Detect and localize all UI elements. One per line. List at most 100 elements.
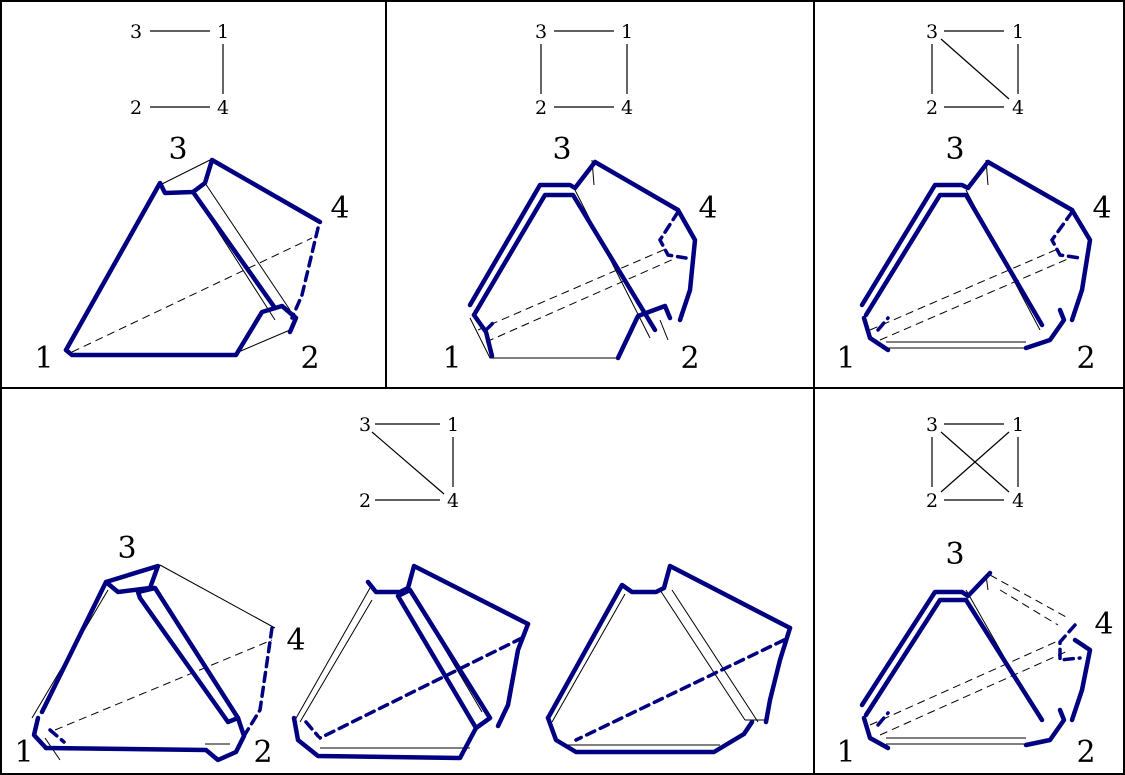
thin-edge xyxy=(469,159,669,359)
vertex-label-2: 2 xyxy=(300,341,319,376)
thick-edge xyxy=(863,597,1045,723)
graph-label-1: 1 xyxy=(621,21,633,43)
vertex-label-2: 2 xyxy=(253,735,272,770)
panel-4: 3 1 2 4 3 4 1 2 xyxy=(14,414,793,770)
thick-edge xyxy=(545,715,755,755)
hidden-edge xyxy=(869,247,1071,341)
panel-5-graph: 3 1 2 4 xyxy=(926,414,1024,512)
vertex-label-3: 3 xyxy=(117,531,136,566)
graph-label-4: 4 xyxy=(1012,490,1024,512)
panel-5-polytope: 3 4 1 2 xyxy=(836,537,1113,770)
vertex-label-1: 1 xyxy=(34,341,53,376)
vertex-label-2: 2 xyxy=(680,341,699,376)
panel-3: 3 1 2 4 3 4 1 2 xyxy=(836,21,1111,376)
hidden-thick-edge xyxy=(48,626,274,744)
vertex-label-3: 3 xyxy=(552,132,571,167)
vertex-label-1: 1 xyxy=(836,341,855,376)
thick-edge xyxy=(63,303,299,358)
thick-edge xyxy=(63,157,323,353)
hidden-edge xyxy=(869,574,1071,736)
thick-edge xyxy=(1069,637,1093,723)
vertex-label-4: 4 xyxy=(1094,607,1113,642)
hidden-edge xyxy=(71,237,313,353)
vertex-label-1: 1 xyxy=(442,341,461,376)
vertex-label-3: 3 xyxy=(945,132,964,167)
thick-edge xyxy=(31,715,49,751)
panel-1-graph: 3 1 2 4 xyxy=(130,21,229,119)
thick-edge xyxy=(190,189,278,311)
thick-edge xyxy=(675,207,698,323)
panel-2-polytope: 3 4 1 2 xyxy=(442,132,717,376)
vertex-label-3: 3 xyxy=(945,537,964,572)
vertex-label-4: 4 xyxy=(1092,191,1111,226)
vertex-label-4: 4 xyxy=(286,623,305,658)
thick-edge xyxy=(861,307,1067,353)
graph-label-1: 1 xyxy=(447,414,459,436)
vertex-label-1: 1 xyxy=(14,735,33,770)
vertex-label-4: 4 xyxy=(698,191,717,226)
panel-1-polytope: 3 4 1 2 xyxy=(34,132,349,376)
graph-edge-1-2 xyxy=(940,431,1010,493)
hidden-thick-edge xyxy=(484,210,688,332)
hidden-thick-edge xyxy=(876,210,1082,332)
panel-4-polytope-b xyxy=(291,563,531,761)
thick-edge xyxy=(859,159,1075,308)
thin-edge xyxy=(294,587,483,749)
thick-edge xyxy=(471,192,658,333)
graph-label-1: 1 xyxy=(217,21,229,43)
thick-edge xyxy=(1069,207,1093,323)
graph-label-3: 3 xyxy=(926,414,938,436)
thick-edge xyxy=(863,192,1045,328)
graph-label-3: 3 xyxy=(130,21,142,43)
panel-3-polytope: 3 4 1 2 xyxy=(836,132,1111,376)
hidden-thick-edge xyxy=(876,623,1082,727)
thick-edge xyxy=(467,159,681,308)
hidden-thick-edge xyxy=(304,636,524,740)
hidden-thick-edge xyxy=(574,638,786,742)
graph-label-2: 2 xyxy=(535,97,547,119)
graph-label-4: 4 xyxy=(217,97,229,119)
graph-label-4: 4 xyxy=(621,97,633,119)
panel-3-graph: 3 1 2 4 xyxy=(926,21,1024,119)
vertex-label-1: 1 xyxy=(836,735,855,770)
graph-label-2: 2 xyxy=(130,97,142,119)
graph-label-2: 2 xyxy=(926,490,938,512)
thick-edge xyxy=(39,563,161,715)
graph-edge-3-4 xyxy=(371,431,445,495)
panel-4-graph: 3 1 2 4 xyxy=(359,414,459,512)
thick-edge xyxy=(471,303,673,361)
thick-edge xyxy=(135,585,241,725)
thin-edge xyxy=(551,589,768,746)
panel-2-graph: 3 1 2 4 xyxy=(535,21,633,119)
graph-label-1: 1 xyxy=(1012,21,1024,43)
panel-2: 3 1 2 4 3 4 1 2 xyxy=(442,21,717,376)
hidden-thick-edge xyxy=(290,226,320,320)
graph-edge-3-4 xyxy=(940,38,1010,100)
graph-label-4: 4 xyxy=(447,490,459,512)
thick-edge xyxy=(859,570,993,708)
thick-edge xyxy=(43,715,247,763)
graph-label-3: 3 xyxy=(926,21,938,43)
vertex-label-4: 4 xyxy=(330,191,349,226)
thick-edge xyxy=(291,715,479,761)
graph-label-2: 2 xyxy=(926,97,938,119)
panel-4-polytope-c xyxy=(545,563,793,755)
thin-edge xyxy=(886,574,1041,745)
thick-edge xyxy=(861,707,1067,751)
vertex-label-2: 2 xyxy=(1076,341,1095,376)
thick-edge xyxy=(763,625,793,725)
vertex-label-2: 2 xyxy=(1076,735,1095,770)
graph-label-3: 3 xyxy=(535,21,547,43)
hidden-edge xyxy=(54,639,273,731)
panel-4-polytope-a: 3 4 1 2 xyxy=(14,531,305,770)
vertex-label-3: 3 xyxy=(168,132,187,167)
graph-label-3: 3 xyxy=(359,414,371,436)
thin-edge xyxy=(886,159,1041,349)
thick-edge xyxy=(395,587,493,731)
thick-edge xyxy=(495,621,531,729)
graph-label-2: 2 xyxy=(359,490,371,512)
thick-edge xyxy=(365,563,531,627)
panel-5: 3 1 2 4 3 4 1 2 xyxy=(836,414,1113,770)
